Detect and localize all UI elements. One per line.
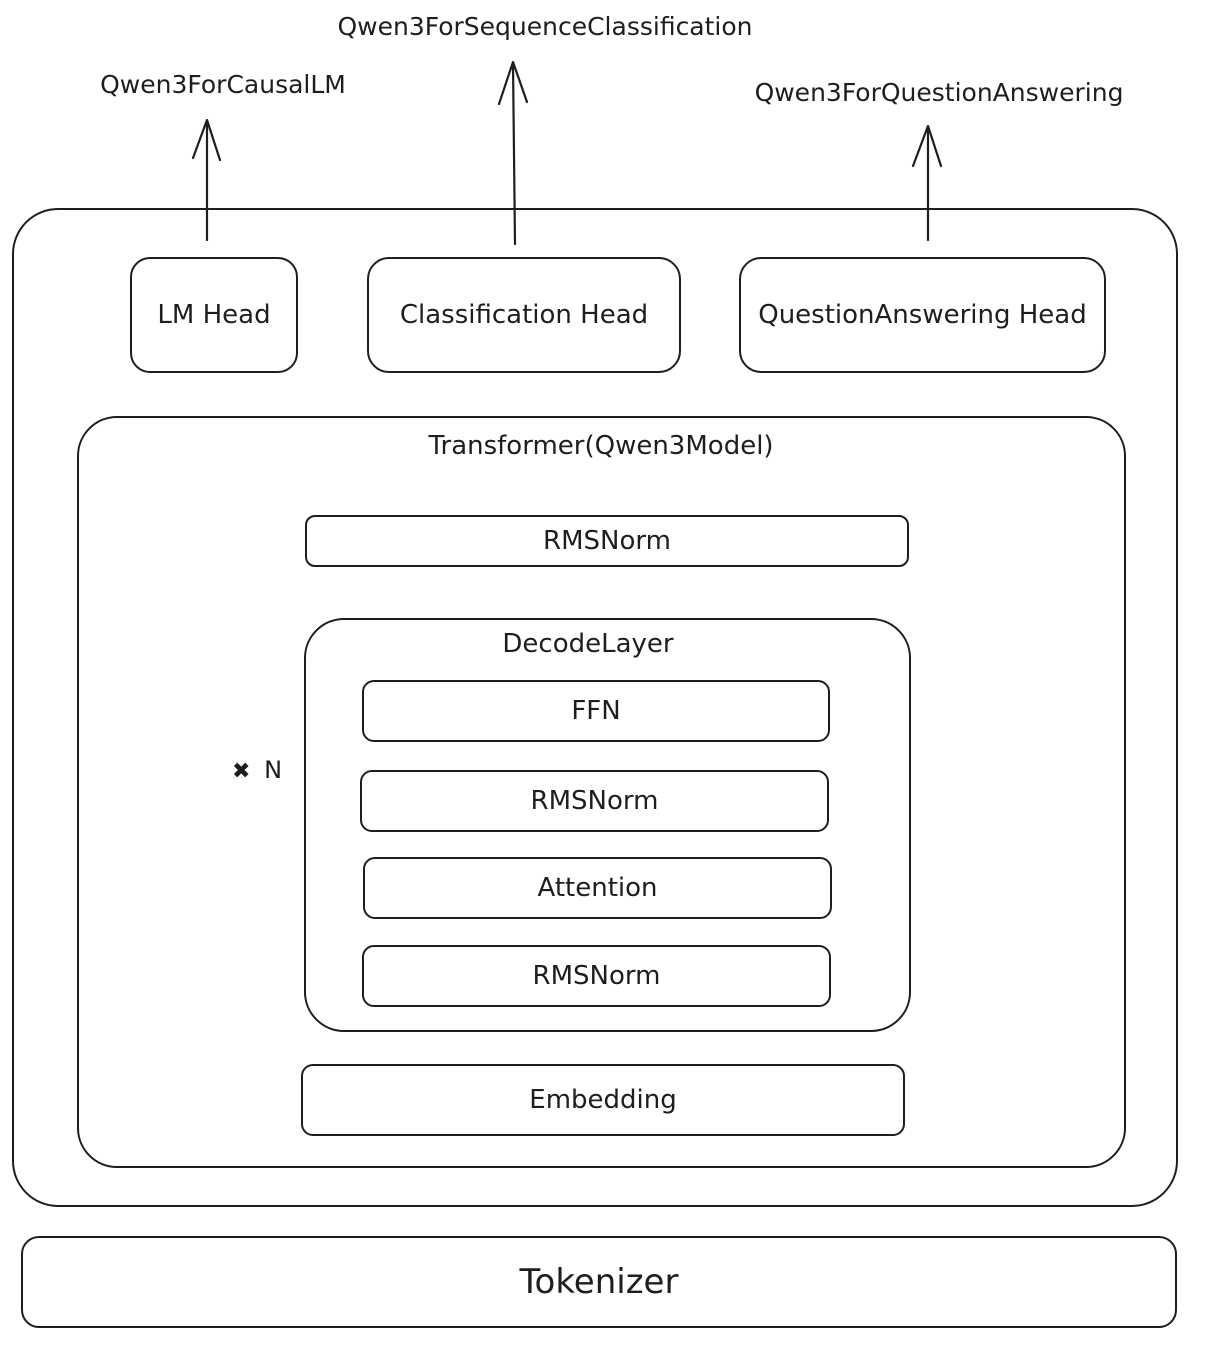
post-attention-rmsnorm-box: RMSNorm (360, 770, 829, 832)
attention-box: Attention (363, 857, 832, 919)
lm-head-box: LM Head (130, 257, 298, 373)
ffn-box: FFN (362, 680, 830, 742)
decode-layer-container (304, 618, 911, 1032)
ffn-label: FFN (571, 696, 621, 726)
input-rmsnorm-label: RMSNorm (532, 961, 661, 991)
input-rmsnorm-box: RMSNorm (362, 945, 831, 1007)
tokenizer-label: Tokenizer (519, 1262, 679, 1302)
transformer-container (77, 416, 1126, 1168)
arrow-sequence-classification (497, 60, 529, 246)
output-label-question-answering: Qwen3ForQuestionAnswering (754, 78, 1124, 107)
arrow-causal-lm (191, 118, 222, 242)
classification-head-label: Classification Head (399, 300, 649, 330)
decode-layer-title: DecodeLayer (502, 629, 674, 659)
output-label-sequence-classification: Qwen3ForSequenceClassification (337, 12, 753, 41)
arrow-question-answering (911, 124, 943, 242)
question-answering-head-box: QuestionAnswering Head (739, 257, 1106, 373)
multiply-icon: ✖ (232, 759, 251, 784)
classification-head-box: Classification Head (367, 257, 681, 373)
repeat-count-label: N (264, 756, 283, 784)
post-attention-rmsnorm-label: RMSNorm (530, 786, 659, 816)
lm-head-label: LM Head (157, 300, 271, 330)
tokenizer-box: Tokenizer (21, 1236, 1177, 1328)
final-rmsnorm-box: RMSNorm (305, 515, 909, 567)
attention-label: Attention (537, 873, 658, 903)
repeat-marker: ✖ N (232, 758, 282, 783)
model-container (12, 208, 1178, 1207)
transformer-title: Transformer(Qwen3Model) (428, 431, 774, 461)
embedding-label: Embedding (529, 1085, 677, 1115)
final-rmsnorm-label: RMSNorm (543, 526, 671, 556)
question-answering-head-label: QuestionAnswering Head (758, 300, 1087, 330)
embedding-box: Embedding (301, 1064, 905, 1136)
output-label-causal-lm: Qwen3ForCausalLM (100, 70, 346, 99)
